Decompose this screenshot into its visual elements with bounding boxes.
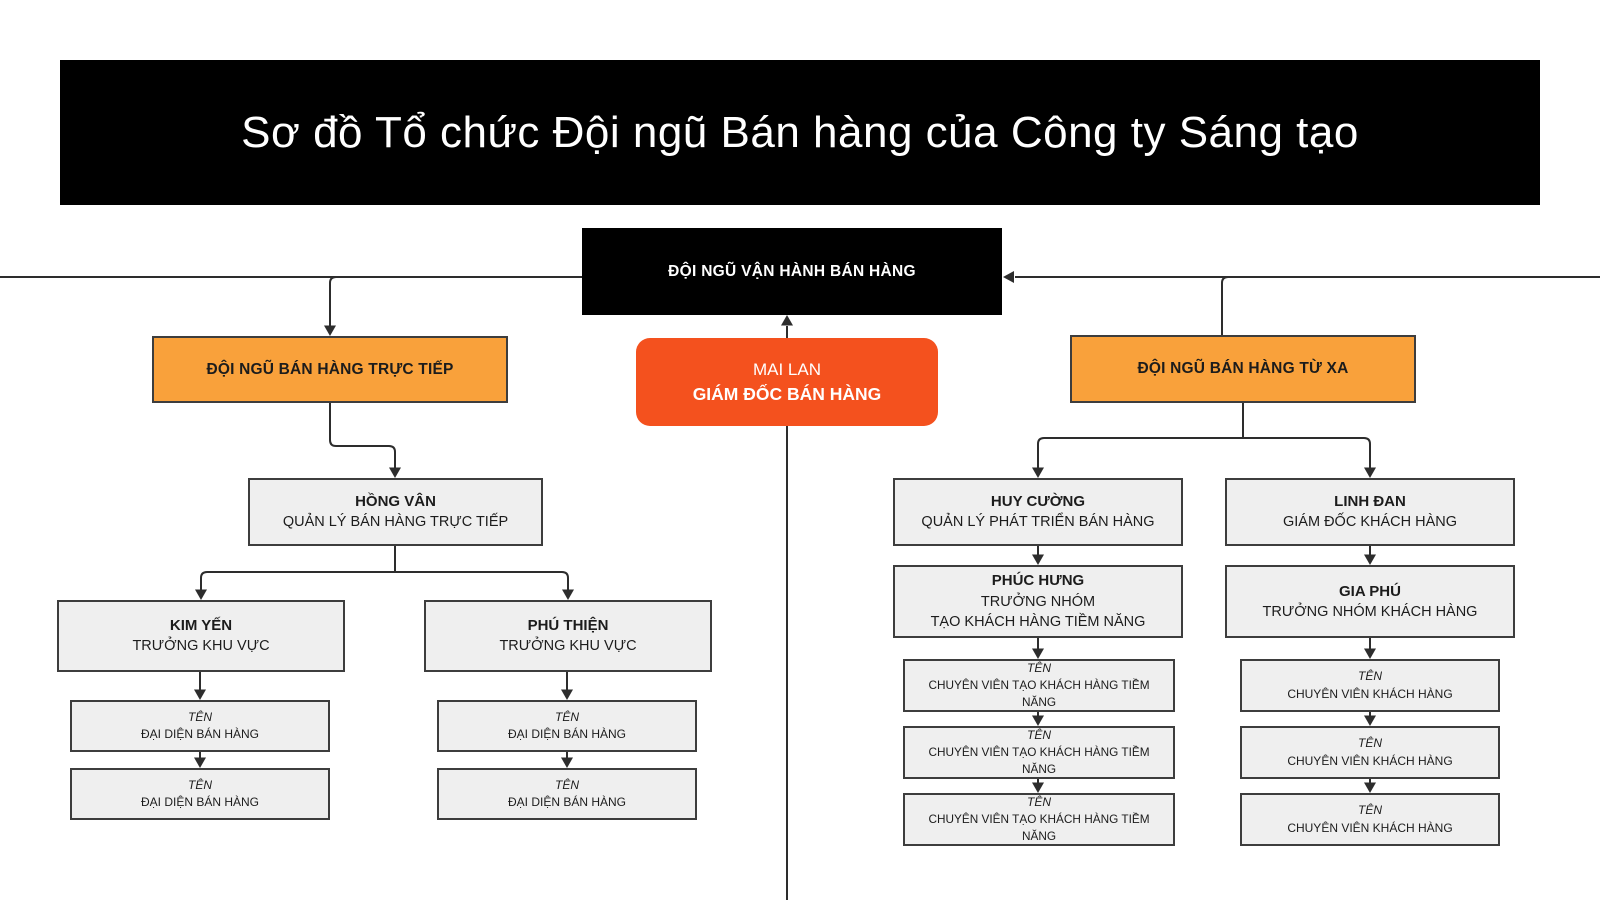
area-lead-2-name: PHÚ THIỆN bbox=[527, 617, 609, 635]
account-specialist-name-placeholder: TÊN bbox=[1358, 803, 1382, 818]
node-sales-rep-2-1: TÊN ĐẠI DIỆN BÁN HÀNG bbox=[437, 700, 697, 752]
sales-rep-role: ĐẠI DIỆN BÁN HÀNG bbox=[507, 727, 627, 741]
node-sales-rep-1-1: TÊN ĐẠI DIỆN BÁN HÀNG bbox=[70, 700, 330, 752]
node-area-lead-2: PHÚ THIỆN TRƯỞNG KHU VỰC bbox=[424, 600, 712, 672]
account-specialist-role: CHUYÊN VIÊN KHÁCH HÀNG bbox=[1287, 753, 1453, 768]
sales-development-manager-role: QUẢN LÝ PHÁT TRIỂN BÁN HÀNG bbox=[921, 514, 1155, 531]
account-specialist-name-placeholder: TÊN bbox=[1358, 669, 1382, 684]
node-direct-sales-manager: HỒNG VÂN QUẢN LÝ BÁN HÀNG TRỰC TIẾP bbox=[248, 478, 543, 546]
leadgen-specialist-role: CHUYÊN VIÊN TẠO KHÁCH HÀNG TIỀM NĂNG bbox=[928, 745, 1150, 777]
leadgen-specialist-name-placeholder: TÊN bbox=[1027, 795, 1051, 810]
direct-sales-manager-role: QUẢN LÝ BÁN HÀNG TRỰC TIẾP bbox=[282, 514, 509, 531]
node-account-team-lead: GIA PHÚ TRƯỞNG NHÓM KHÁCH HÀNG bbox=[1225, 565, 1515, 638]
sales-rep-role: ĐẠI DIỆN BÁN HÀNG bbox=[140, 795, 260, 809]
node-remote-sales-team: ĐỘI NGŨ BÁN HÀNG TỪ XA bbox=[1070, 335, 1416, 403]
sales-development-manager-name: HUY CƯỜNG bbox=[990, 493, 1086, 511]
sales-rep-role: ĐẠI DIỆN BÁN HÀNG bbox=[140, 727, 260, 741]
sales-rep-name-placeholder: TÊN bbox=[555, 777, 579, 792]
sales-rep-name-placeholder: TÊN bbox=[555, 709, 579, 724]
node-account-specialist-2: TÊN CHUYÊN VIÊN KHÁCH HÀNG bbox=[1240, 726, 1500, 779]
node-direct-sales-team: ĐỘI NGŨ BÁN HÀNG TRỰC TIẾP bbox=[152, 336, 508, 403]
lead-generation-team-lead-role-line-2: TẠO KHÁCH HÀNG TIỀM NĂNG bbox=[930, 613, 1146, 630]
account-team-lead-role: TRƯỞNG NHÓM KHÁCH HÀNG bbox=[1262, 603, 1478, 620]
node-account-specialist-1: TÊN CHUYÊN VIÊN KHÁCH HÀNG bbox=[1240, 659, 1500, 712]
chart-title-banner: Sơ đồ Tổ chức Đội ngũ Bán hàng của Công … bbox=[60, 60, 1540, 205]
account-director-role: GIÁM ĐỐC KHÁCH HÀNG bbox=[1282, 514, 1457, 531]
node-sales-rep-1-2: TÊN ĐẠI DIỆN BÁN HÀNG bbox=[70, 768, 330, 820]
node-account-specialist-3: TÊN CHUYÊN VIÊN KHÁCH HÀNG bbox=[1240, 793, 1500, 846]
account-specialist-name-placeholder: TÊN bbox=[1358, 736, 1382, 751]
lead-generation-team-lead-name: PHÚC HƯNG bbox=[991, 572, 1085, 590]
area-lead-1-name: KIM YẾN bbox=[169, 617, 233, 635]
remote-sales-team-label: ĐỘI NGŨ BÁN HÀNG TỪ XA bbox=[1137, 360, 1349, 377]
sales-operations-team-label: ĐỘI NGŨ VẬN HÀNH BÁN HÀNG bbox=[668, 262, 916, 280]
chart-title: Sơ đồ Tổ chức Đội ngũ Bán hàng của Công … bbox=[241, 107, 1359, 157]
node-account-director: LINH ĐAN GIÁM ĐỐC KHÁCH HÀNG bbox=[1225, 478, 1515, 546]
account-specialist-role: CHUYÊN VIÊN KHÁCH HÀNG bbox=[1287, 686, 1453, 701]
direct-sales-manager-name: HỒNG VÂN bbox=[355, 493, 436, 511]
node-sales-development-manager: HUY CƯỜNG QUẢN LÝ PHÁT TRIỂN BÁN HÀNG bbox=[893, 478, 1183, 546]
sales-rep-name-placeholder: TÊN bbox=[188, 709, 212, 724]
leadgen-specialist-name-placeholder: TÊN bbox=[1027, 728, 1051, 743]
sales-director-name: MAI LAN bbox=[752, 359, 822, 379]
direct-sales-team-label: ĐỘI NGŨ BÁN HÀNG TRỰC TIẾP bbox=[206, 360, 454, 378]
node-lead-generation-team-lead: PHÚC HƯNG TRƯỞNG NHÓM TẠO KHÁCH HÀNG TIỀ… bbox=[893, 565, 1183, 638]
node-leadgen-specialist-1: TÊN CHUYÊN VIÊN TẠO KHÁCH HÀNG TIỀM NĂNG bbox=[903, 659, 1175, 712]
lead-generation-team-lead-role-line-1: TRƯỞNG NHÓM bbox=[980, 593, 1096, 610]
node-leadgen-specialist-3: TÊN CHUYÊN VIÊN TẠO KHÁCH HÀNG TIỀM NĂNG bbox=[903, 793, 1175, 846]
node-area-lead-1: KIM YẾN TRƯỞNG KHU VỰC bbox=[57, 600, 345, 672]
leadgen-specialist-name-placeholder: TÊN bbox=[1027, 661, 1051, 676]
account-director-name: LINH ĐAN bbox=[1334, 493, 1406, 511]
area-lead-2-role: TRƯỞNG KHU VỰC bbox=[499, 638, 637, 655]
node-sales-rep-2-2: TÊN ĐẠI DIỆN BÁN HÀNG bbox=[437, 768, 697, 820]
node-sales-director: MAI LAN GIÁM ĐỐC BÁN HÀNG bbox=[636, 338, 938, 426]
sales-director-role: GIÁM ĐỐC BÁN HÀNG bbox=[692, 383, 882, 404]
sales-rep-name-placeholder: TÊN bbox=[188, 777, 212, 792]
leadgen-specialist-role: CHUYÊN VIÊN TẠO KHÁCH HÀNG TIỀM NĂNG bbox=[928, 678, 1150, 710]
area-lead-1-role: TRƯỞNG KHU VỰC bbox=[132, 638, 270, 655]
account-team-lead-name: GIA PHÚ bbox=[1339, 582, 1401, 600]
account-specialist-role: CHUYÊN VIÊN KHÁCH HÀNG bbox=[1287, 820, 1453, 835]
node-sales-operations-team: ĐỘI NGŨ VẬN HÀNH BÁN HÀNG bbox=[582, 228, 1002, 315]
sales-rep-role: ĐẠI DIỆN BÁN HÀNG bbox=[507, 795, 627, 809]
leadgen-specialist-role: CHUYÊN VIÊN TẠO KHÁCH HÀNG TIỀM NĂNG bbox=[928, 812, 1150, 844]
node-leadgen-specialist-2: TÊN CHUYÊN VIÊN TẠO KHÁCH HÀNG TIỀM NĂNG bbox=[903, 726, 1175, 779]
